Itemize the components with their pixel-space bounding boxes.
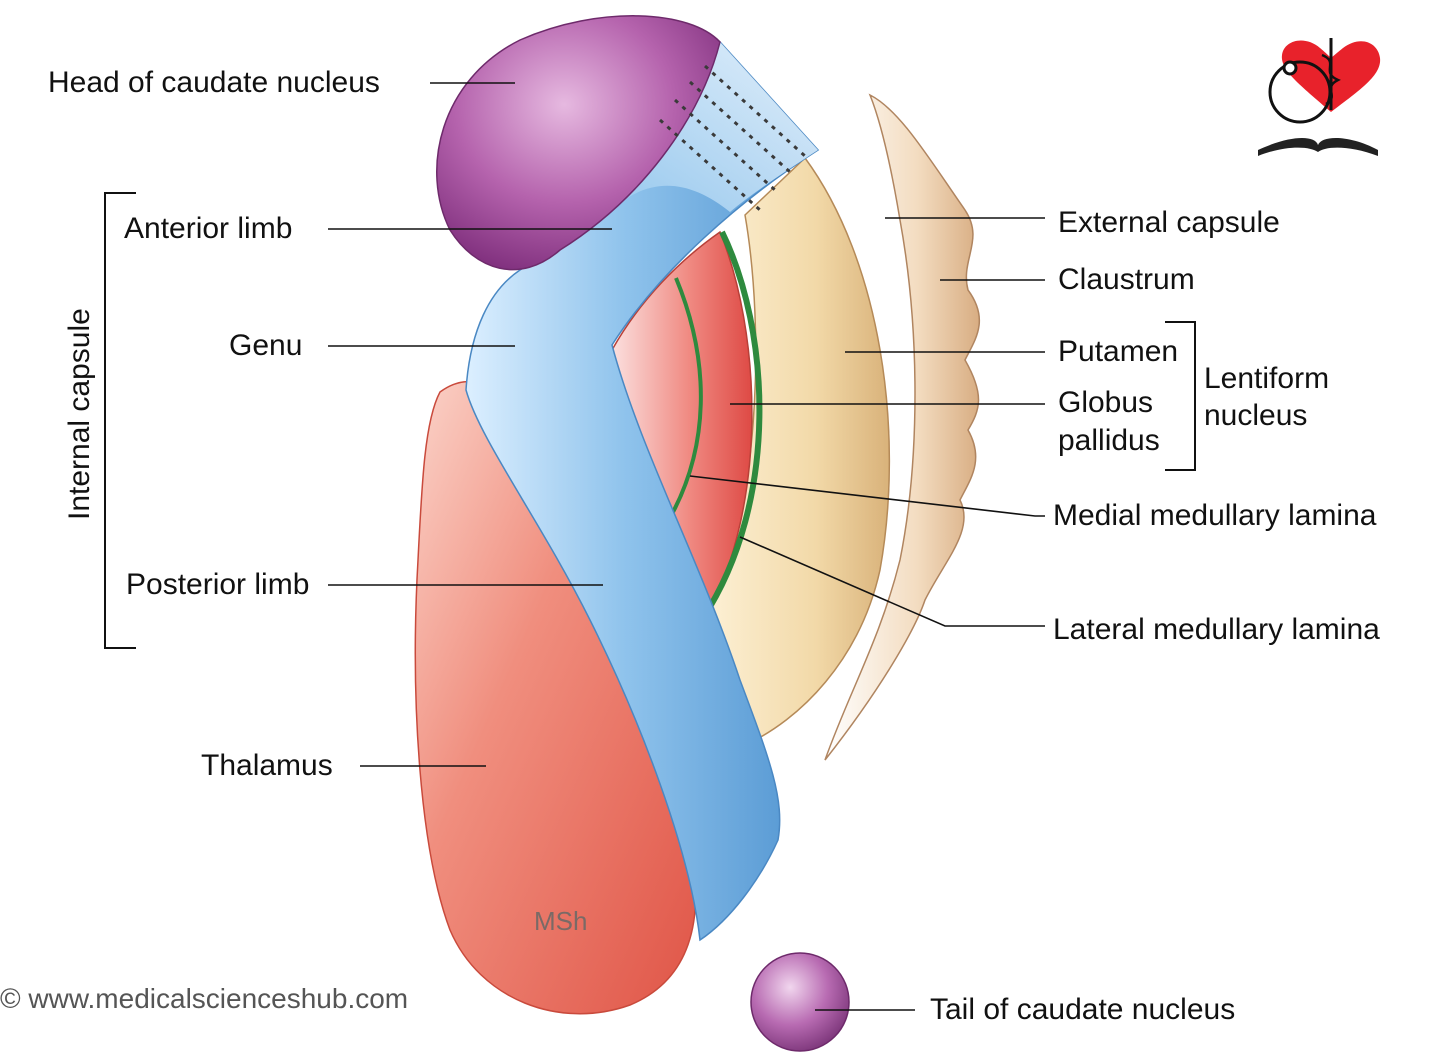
label-lentiform-line2: nucleus [1204,399,1308,432]
watermark: MSh [534,906,588,936]
label-lentiform-line1: Lentiform [1204,362,1330,395]
brand-logo [1258,38,1381,156]
head-caudate-shape [436,15,721,271]
label-globus-line2: pallidus [1058,424,1160,457]
label-tail-caudate: Tail of caudate nucleus [930,993,1236,1026]
label-head-caudate: Head of caudate nucleus [48,66,380,99]
label-putamen: Putamen [1058,335,1179,368]
internal-capsule-bracket [104,192,136,649]
label-posterior-limb: Posterior limb [126,568,310,601]
label-internal-capsule: Internal capsule [63,308,96,520]
label-anterior-limb: Anterior limb [124,212,293,245]
lentiform-bracket [1165,321,1196,471]
lateral-medullary-lamina-line [700,230,763,620]
striations [658,64,807,212]
copyright-text: © www.medicalscienceshub.com [0,983,409,1014]
label-claustrum: Claustrum [1058,263,1195,296]
label-genu: Genu [229,329,303,362]
label-external-capsule: External capsule [1058,206,1280,239]
label-globus-line1: Globus [1058,386,1154,419]
label-lateral-medullary-lamina: Lateral medullary lamina [1053,613,1380,646]
internal-capsule-shape [465,40,820,942]
leader-lines [328,82,1045,1011]
label-medial-medullary-lamina: Medial medullary lamina [1053,499,1377,532]
tail-caudate-shape [750,952,850,1052]
label-thalamus: Thalamus [201,749,333,782]
claustrum-shape [824,93,981,761]
putamen-shape [704,156,891,747]
anterior-limb-shape [612,42,818,212]
book-icon [1258,138,1378,156]
medial-medullary-lamina-line [662,277,703,530]
